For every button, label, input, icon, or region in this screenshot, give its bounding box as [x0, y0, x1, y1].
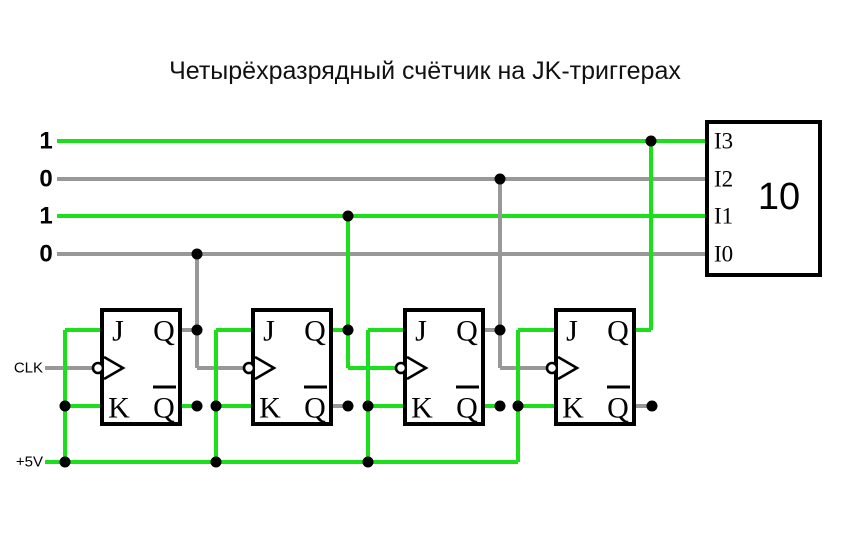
display-pin-i3-label: I3 — [714, 129, 733, 154]
jk-flipflop-3-j-label: J — [415, 315, 427, 348]
junction-dot — [210, 456, 222, 468]
input-bit2-label: 0 — [39, 166, 52, 193]
jk-flipflop-2-k-label: K — [259, 392, 281, 425]
junction-dot — [645, 135, 657, 147]
jk-flipflop-1-k-label: K — [108, 392, 130, 425]
junction-dot — [59, 456, 71, 468]
jk-flipflop-3-qbar-label: Q — [456, 392, 478, 425]
input-bit1-label: 1 — [39, 203, 52, 230]
junction-dot — [191, 400, 203, 412]
jk-flipflop-3-clock-bubble-icon — [394, 361, 408, 375]
jk-flipflop-4-clock-triangle-icon — [557, 355, 580, 381]
jk-flipflop-2-j-label: J — [263, 315, 275, 348]
junction-dot — [191, 324, 203, 336]
junction-dot — [646, 400, 658, 412]
jk-flipflop-1-clock-bubble-icon — [91, 361, 105, 375]
jk-flipflop-3-q-label: Q — [456, 315, 478, 348]
clk-label: CLK — [14, 360, 43, 377]
input-bit0-label: 0 — [39, 241, 52, 268]
junction-dot — [494, 173, 506, 185]
jk-flipflop-3-clock-triangle-icon — [406, 355, 429, 381]
jk-flipflop-3-k-label: K — [411, 392, 433, 425]
jk-flipflop-2-clock-triangle-icon — [254, 355, 277, 381]
junction-dot — [342, 400, 354, 412]
junction-dot — [362, 400, 374, 412]
jk-flipflop-1-clock-triangle-icon — [103, 355, 126, 381]
jk-flipflop-2-q-label: Q — [304, 315, 326, 348]
display-pin-i2-label: I2 — [714, 167, 733, 192]
display-pin-i0-label: I0 — [714, 242, 733, 267]
jk-flipflop-4-j-label: J — [566, 315, 578, 348]
junction-dot — [342, 324, 354, 336]
counter-display — [705, 120, 822, 277]
jk-flipflop-4-clock-bubble-icon — [545, 361, 559, 375]
jk-flipflop-1-q-label: Q — [153, 315, 175, 348]
junction-dot — [191, 248, 203, 260]
jk-flipflop-4-q-label: Q — [607, 315, 629, 348]
display-value: 10 — [758, 176, 800, 218]
junction-dot — [494, 324, 506, 336]
junction-dot — [362, 456, 374, 468]
junction-dot — [59, 400, 71, 412]
jk-flipflop-1-qbar-label: Q — [153, 392, 175, 425]
jk-flipflop-4-k-label: K — [562, 392, 584, 425]
jk-flipflop-1-j-label: J — [112, 315, 124, 348]
junction-dot — [494, 400, 506, 412]
vcc-label: +5V — [16, 454, 43, 471]
junction-dot — [210, 400, 222, 412]
jk-flipflop-4-qbar-label: Q — [607, 392, 629, 425]
junction-dot — [342, 210, 354, 222]
jk-flipflop-2-qbar-label: Q — [304, 392, 326, 425]
page-title: Четырёхразрядный счётчик на JK-триггерах — [169, 57, 681, 85]
display-pin-i1-label: I1 — [714, 204, 733, 229]
junction-dot — [512, 400, 524, 412]
input-bit3-label: 1 — [39, 128, 52, 155]
jk-flipflop-2-clock-bubble-icon — [242, 361, 256, 375]
